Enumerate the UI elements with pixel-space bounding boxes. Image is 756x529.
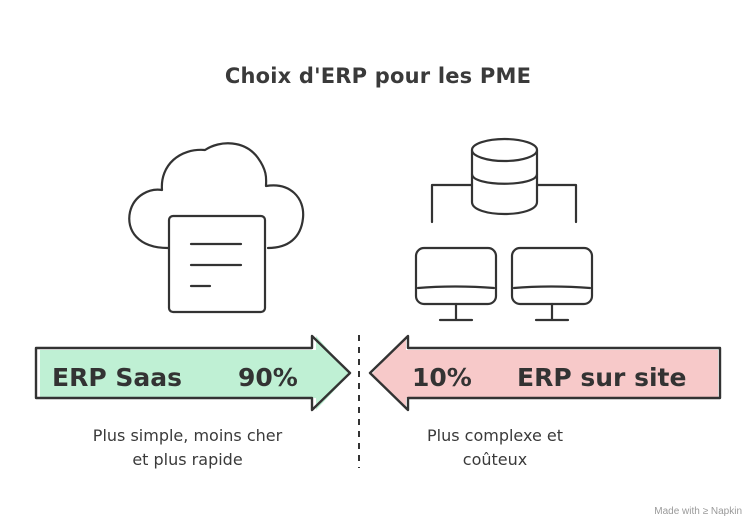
- erp-saas-percent: 90%: [238, 363, 298, 392]
- erp-saas-description-line2: et plus rapide: [132, 450, 243, 469]
- erp-sur-site-description: Plus complexe et coûteux: [395, 424, 595, 472]
- erp-saas-description: Plus simple, moins cher et plus rapide: [60, 424, 315, 472]
- erp-sur-site-description-line2: coûteux: [462, 450, 528, 469]
- cloud-document-icon: [128, 142, 305, 314]
- diagram-title: Choix d'ERP pour les PME: [224, 64, 532, 88]
- server-network-icon: [414, 137, 594, 322]
- erp-sur-site-percent: 10%: [412, 363, 472, 392]
- erp-saas-label: ERP Saas: [52, 363, 182, 392]
- erp-sur-site-description-line1: Plus complexe et: [426, 426, 563, 445]
- erp-sur-site-arrow: 10% ERP sur site: [368, 334, 722, 412]
- erp-saas-description-line1: Plus simple, moins cher: [92, 426, 283, 445]
- erp-saas-arrow: ERP Saas 90%: [34, 334, 352, 412]
- napkin-watermark: Made with ≥ Napkin: [654, 506, 742, 517]
- erp-sur-site-label: ERP sur site: [517, 363, 686, 392]
